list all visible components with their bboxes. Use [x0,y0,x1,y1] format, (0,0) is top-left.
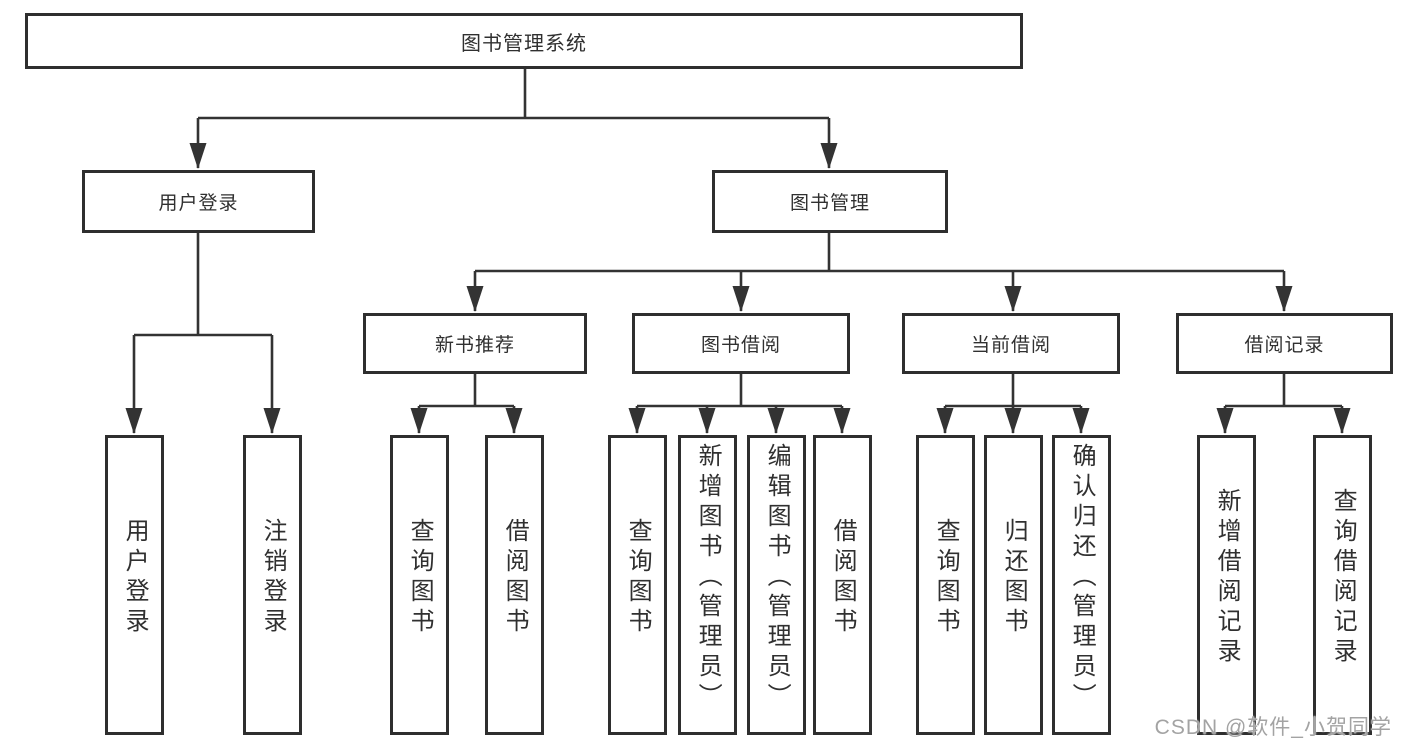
node-borrowing-query-books: 查询图书 [608,435,667,735]
node-recommend-borrow-books: 借阅图书 [485,435,544,735]
node-borrowing-borrow-books: 借阅图书 [813,435,872,735]
node-label: 图书管理系统 [461,32,587,55]
node-label: 当前借阅 [970,335,1051,356]
node-label: 归还图书 [1000,518,1028,638]
node-label: 新增图书（管理员） [694,443,722,713]
node-label: 图书管理 [789,193,870,214]
node-label: 注销登录 [259,518,287,638]
node-label: 新书推荐 [434,335,515,356]
csdn-watermark: CSDN @软件_小贺同学 [1154,716,1392,739]
node-user-login-leaf: 用户登录 [105,435,164,735]
node-current-confirm-return-admin: 确认归还（管理员） [1052,435,1111,735]
node-label: 借阅记录 [1244,335,1325,356]
node-label: 新增借阅记录 [1213,488,1241,668]
node-current-return-books: 归还图书 [984,435,1043,735]
node-label: 编辑图书（管理员） [763,443,791,713]
node-label: 查询图书 [624,518,652,638]
node-label: 图书借阅 [700,335,781,356]
node-borrowing-edit-books-admin: 编辑图书（管理员） [747,435,806,735]
node-borrowing-records: 借阅记录 [1176,313,1393,374]
node-logout: 注销登录 [243,435,302,735]
node-label: 用户登录 [121,518,149,638]
node-current-borrowing: 当前借阅 [902,313,1120,374]
node-label: 借阅图书 [829,518,857,638]
node-library-management-system: 图书管理系统 [25,13,1023,69]
node-label: 查询借阅记录 [1329,488,1357,668]
node-book-management: 图书管理 [712,170,948,233]
node-records-add-borrow-record: 新增借阅记录 [1197,435,1256,735]
node-recommend-query-books: 查询图书 [390,435,449,735]
node-borrowing-add-books-admin: 新增图书（管理员） [678,435,737,735]
node-label: 查询图书 [932,518,960,638]
node-label: 确认归还（管理员） [1068,443,1096,713]
node-user-login: 用户登录 [82,170,315,233]
node-label: 用户登录 [158,193,239,214]
node-book-borrowing: 图书借阅 [632,313,850,374]
node-current-query-books: 查询图书 [916,435,975,735]
node-label: 查询图书 [406,518,434,638]
node-records-query-borrow-record: 查询借阅记录 [1313,435,1372,735]
node-label: 借阅图书 [501,518,529,638]
node-new-book-recommendation: 新书推荐 [363,313,587,374]
